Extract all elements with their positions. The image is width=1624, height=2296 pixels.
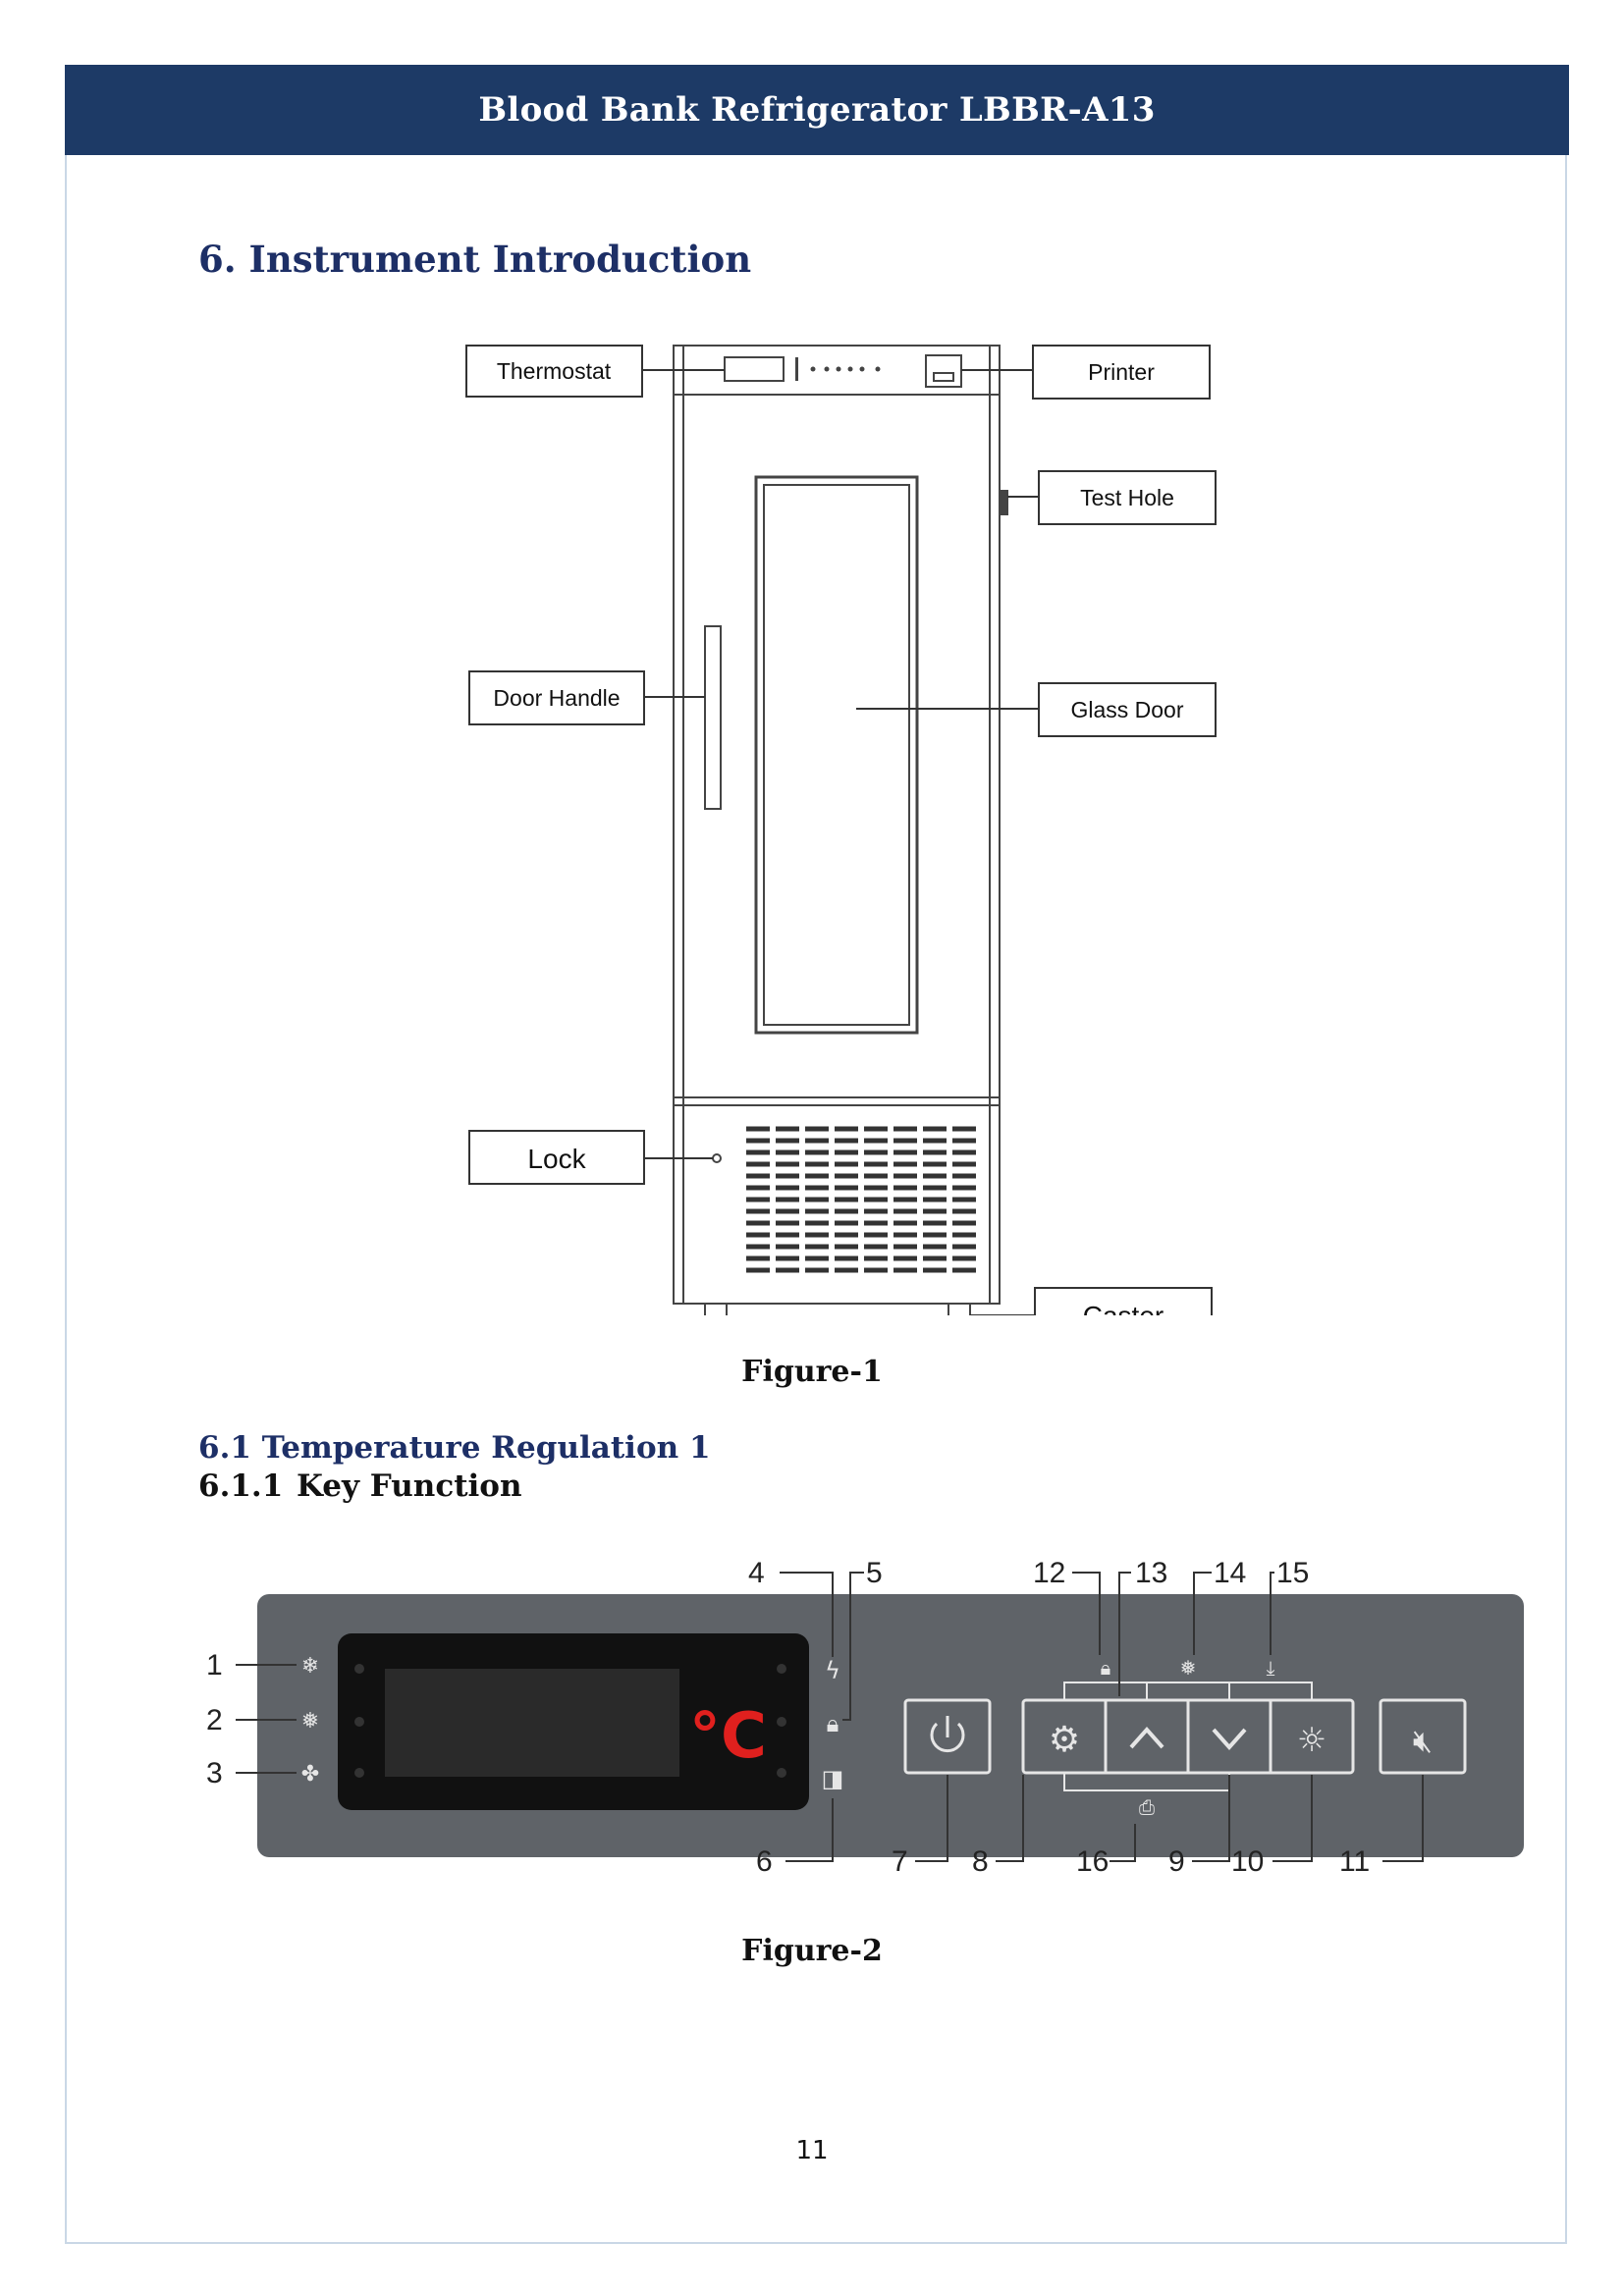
- download-icon: ⤓: [1267, 1656, 1275, 1680]
- callout-15: 15: [1276, 1557, 1309, 1589]
- mute-button[interactable]: [1379, 1698, 1467, 1775]
- snowflake-icon: ❄: [301, 1654, 319, 1679]
- door-open-icon: ◨: [822, 1765, 844, 1792]
- label-printer: Printer: [1088, 359, 1155, 385]
- page-header: Blood Bank Refrigerator LBBR-A13: [65, 65, 1569, 155]
- power-button[interactable]: [903, 1698, 992, 1775]
- callout-10: 10: [1231, 1845, 1264, 1878]
- door-handle: [704, 625, 722, 810]
- control-panel-diagram: °C ❄ ❅ ✤ ϟ 🔒︎ ◨ ⚙ ☼ 🔇︎ 🔒︎ ❅: [206, 1557, 1524, 1878]
- mute-icon: 🔇︎: [1413, 1722, 1433, 1759]
- callout-4: 4: [748, 1557, 765, 1589]
- callout-9: 9: [1168, 1845, 1185, 1878]
- caster-right: [947, 1303, 971, 1315]
- printer-slot: [925, 354, 962, 388]
- lock-keyhole: [712, 1153, 722, 1163]
- printer-icon: ⎙: [1139, 1795, 1155, 1819]
- lock-combo-icon: 🔒︎: [1101, 1656, 1111, 1680]
- callout-13: 13: [1135, 1557, 1167, 1589]
- test-hole: [999, 490, 1008, 515]
- callout-5: 5: [866, 1557, 883, 1589]
- callout-14: 14: [1214, 1557, 1246, 1589]
- fan-icon: ✤: [301, 1762, 319, 1787]
- label-thermostat: Thermostat: [497, 358, 612, 384]
- defrost-combo-icon: ❅: [1180, 1656, 1197, 1680]
- callout-16: 16: [1076, 1845, 1109, 1878]
- callout-3: 3: [206, 1757, 223, 1789]
- label-caster: Caster: [1083, 1301, 1164, 1315]
- label-test-hole: Test Hole: [1080, 485, 1174, 510]
- callout-2: 2: [206, 1704, 223, 1736]
- callout-8: 8: [972, 1845, 989, 1878]
- light-bulb-icon: ☼: [1297, 1721, 1326, 1760]
- caster-left: [704, 1303, 728, 1315]
- subsubsection-heading: 6.1.1 Key Function: [198, 1468, 522, 1504]
- label-door-handle: Door Handle: [493, 685, 620, 711]
- subsubsection-title: Key Function: [297, 1468, 522, 1504]
- callout-12: 12: [1033, 1557, 1065, 1589]
- subsubsection-number: 6.1.1: [198, 1468, 284, 1504]
- thermostat-display: [724, 356, 785, 382]
- power-fail-icon: ϟ: [825, 1657, 840, 1684]
- callout-11: 11: [1339, 1845, 1370, 1878]
- subsection-heading: 6.1 Temperature Regulation 1: [198, 1430, 711, 1466]
- refrigerator-diagram: Thermostat Printer Test Hole Door Handle…: [465, 345, 1217, 1315]
- cabinet-outline: [673, 345, 1001, 1305]
- callout-6: 6: [756, 1845, 773, 1878]
- page-number: 11: [795, 2136, 829, 2165]
- defrost-icon: ❅: [301, 1709, 319, 1734]
- unit-display: °C: [689, 1700, 767, 1773]
- callout-1: 1: [206, 1649, 223, 1682]
- settings-gear-icon: ⚙: [1049, 1720, 1080, 1760]
- glass-door: [754, 475, 919, 1035]
- figure2-caption: Figure-2: [741, 1934, 883, 1968]
- section-heading: 6. Instrument Introduction: [198, 238, 752, 281]
- header-title: Blood Bank Refrigerator LBBR-A13: [478, 90, 1156, 130]
- label-glass-door: Glass Door: [1070, 697, 1183, 722]
- lock-icon: 🔒︎: [827, 1710, 839, 1737]
- callout-7: 7: [892, 1845, 908, 1878]
- label-lock: Lock: [527, 1144, 586, 1174]
- figure1-caption: Figure-1: [741, 1355, 883, 1389]
